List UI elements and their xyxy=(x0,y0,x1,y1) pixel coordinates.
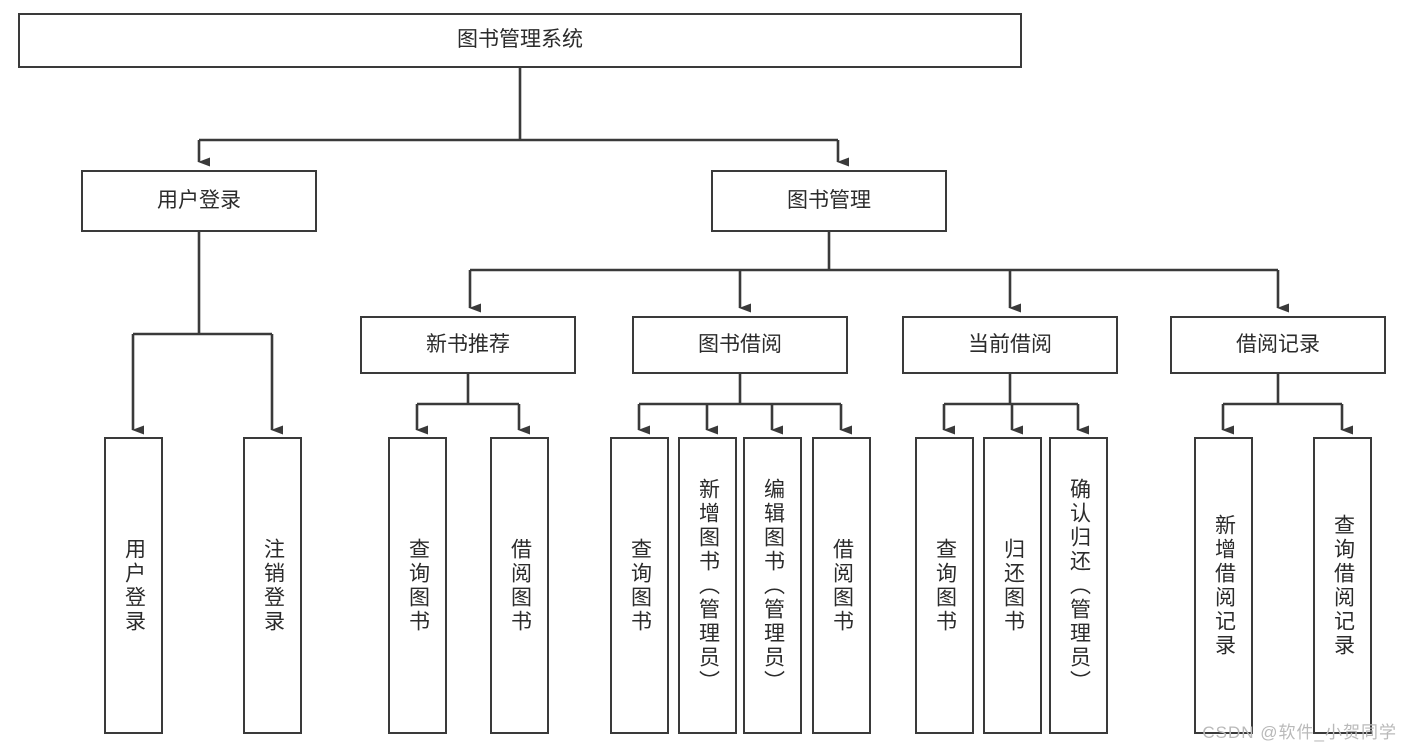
node-user-login[interactable]: 用户登录 xyxy=(81,170,317,232)
node-book-borrow-label: 图书借阅 xyxy=(698,332,782,356)
leaf-label: 查询借阅记录 xyxy=(1331,513,1355,658)
node-book-borrow[interactable]: 图书借阅 xyxy=(632,316,848,374)
leaf-borrow-record-query[interactable]: 查询借阅记录 xyxy=(1313,437,1372,734)
node-book-management-label: 图书管理 xyxy=(787,188,871,212)
node-current-borrow-label: 当前借阅 xyxy=(968,332,1052,356)
leaf-book-borrow-add[interactable]: 新增图书（管理员） xyxy=(678,437,737,734)
leaf-current-borrow-query[interactable]: 查询图书 xyxy=(915,437,974,734)
leaf-label: 查询图书 xyxy=(628,537,652,634)
leaf-label: 注销登录 xyxy=(261,537,285,634)
leaf-label: 编辑图书（管理员） xyxy=(761,477,785,694)
leaf-user-login-logout[interactable]: 注销登录 xyxy=(243,437,302,734)
leaf-book-borrow-query[interactable]: 查询图书 xyxy=(610,437,669,734)
leaf-borrow-record-add[interactable]: 新增借阅记录 xyxy=(1194,437,1253,734)
leaf-label: 借阅图书 xyxy=(508,537,532,634)
leaf-current-borrow-return[interactable]: 归还图书 xyxy=(983,437,1042,734)
leaf-label: 用户登录 xyxy=(122,537,146,634)
node-current-borrow[interactable]: 当前借阅 xyxy=(902,316,1118,374)
leaf-label: 归还图书 xyxy=(1001,537,1025,634)
leaf-label: 新增图书（管理员） xyxy=(696,477,720,694)
node-root[interactable]: 图书管理系统 xyxy=(18,13,1022,68)
leaf-label: 查询图书 xyxy=(933,537,957,634)
leaf-book-borrow-borrow[interactable]: 借阅图书 xyxy=(812,437,871,734)
node-new-book-recommend-label: 新书推荐 xyxy=(426,332,510,356)
node-borrow-record[interactable]: 借阅记录 xyxy=(1170,316,1386,374)
leaf-label: 借阅图书 xyxy=(830,537,854,634)
leaf-book-borrow-edit[interactable]: 编辑图书（管理员） xyxy=(743,437,802,734)
leaf-current-borrow-confirm-return[interactable]: 确认归还（管理员） xyxy=(1049,437,1108,734)
node-new-book-recommend[interactable]: 新书推荐 xyxy=(360,316,576,374)
leaf-new-book-query[interactable]: 查询图书 xyxy=(388,437,447,734)
node-book-management[interactable]: 图书管理 xyxy=(711,170,947,232)
node-borrow-record-label: 借阅记录 xyxy=(1236,332,1320,356)
leaf-new-book-borrow[interactable]: 借阅图书 xyxy=(490,437,549,734)
node-user-login-label: 用户登录 xyxy=(157,188,241,212)
leaf-label: 确认归还（管理员） xyxy=(1067,477,1091,694)
leaf-label: 查询图书 xyxy=(406,537,430,634)
leaf-label: 新增借阅记录 xyxy=(1212,513,1236,658)
leaf-user-login-login[interactable]: 用户登录 xyxy=(104,437,163,734)
node-root-label: 图书管理系统 xyxy=(457,28,583,52)
